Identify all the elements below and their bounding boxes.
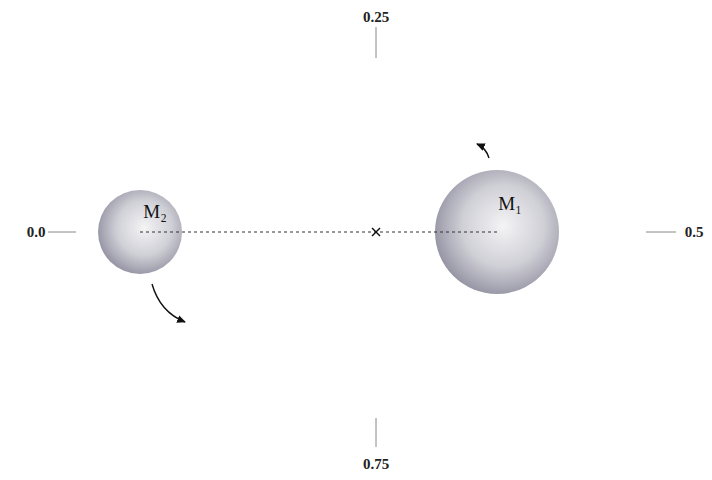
star-shape (435, 170, 559, 294)
orbit-arrow (152, 284, 185, 322)
phase-label: 0.75 (363, 456, 389, 473)
mass-label: M₂ (143, 201, 167, 223)
star-body (98, 190, 182, 274)
star-circle: M₁ (435, 170, 559, 294)
phase-tick (376, 27, 377, 58)
phase-label: 0.0 (27, 224, 46, 241)
orbit-arrow (477, 144, 489, 158)
star-body (435, 170, 559, 294)
barycenter-cross (372, 228, 380, 236)
star-circle: M₂ (98, 190, 182, 274)
phase-tick (48, 232, 76, 233)
phase-label: 0.25 (363, 9, 389, 26)
separation-line (435, 232, 497, 233)
phase-label: 0.5 (685, 224, 704, 241)
separation-line (182, 232, 435, 233)
mass-label: M₁ (498, 193, 522, 215)
phase-tick (376, 418, 377, 447)
separation-line (140, 232, 182, 233)
star-shape (98, 190, 182, 274)
phase-tick (646, 232, 676, 233)
